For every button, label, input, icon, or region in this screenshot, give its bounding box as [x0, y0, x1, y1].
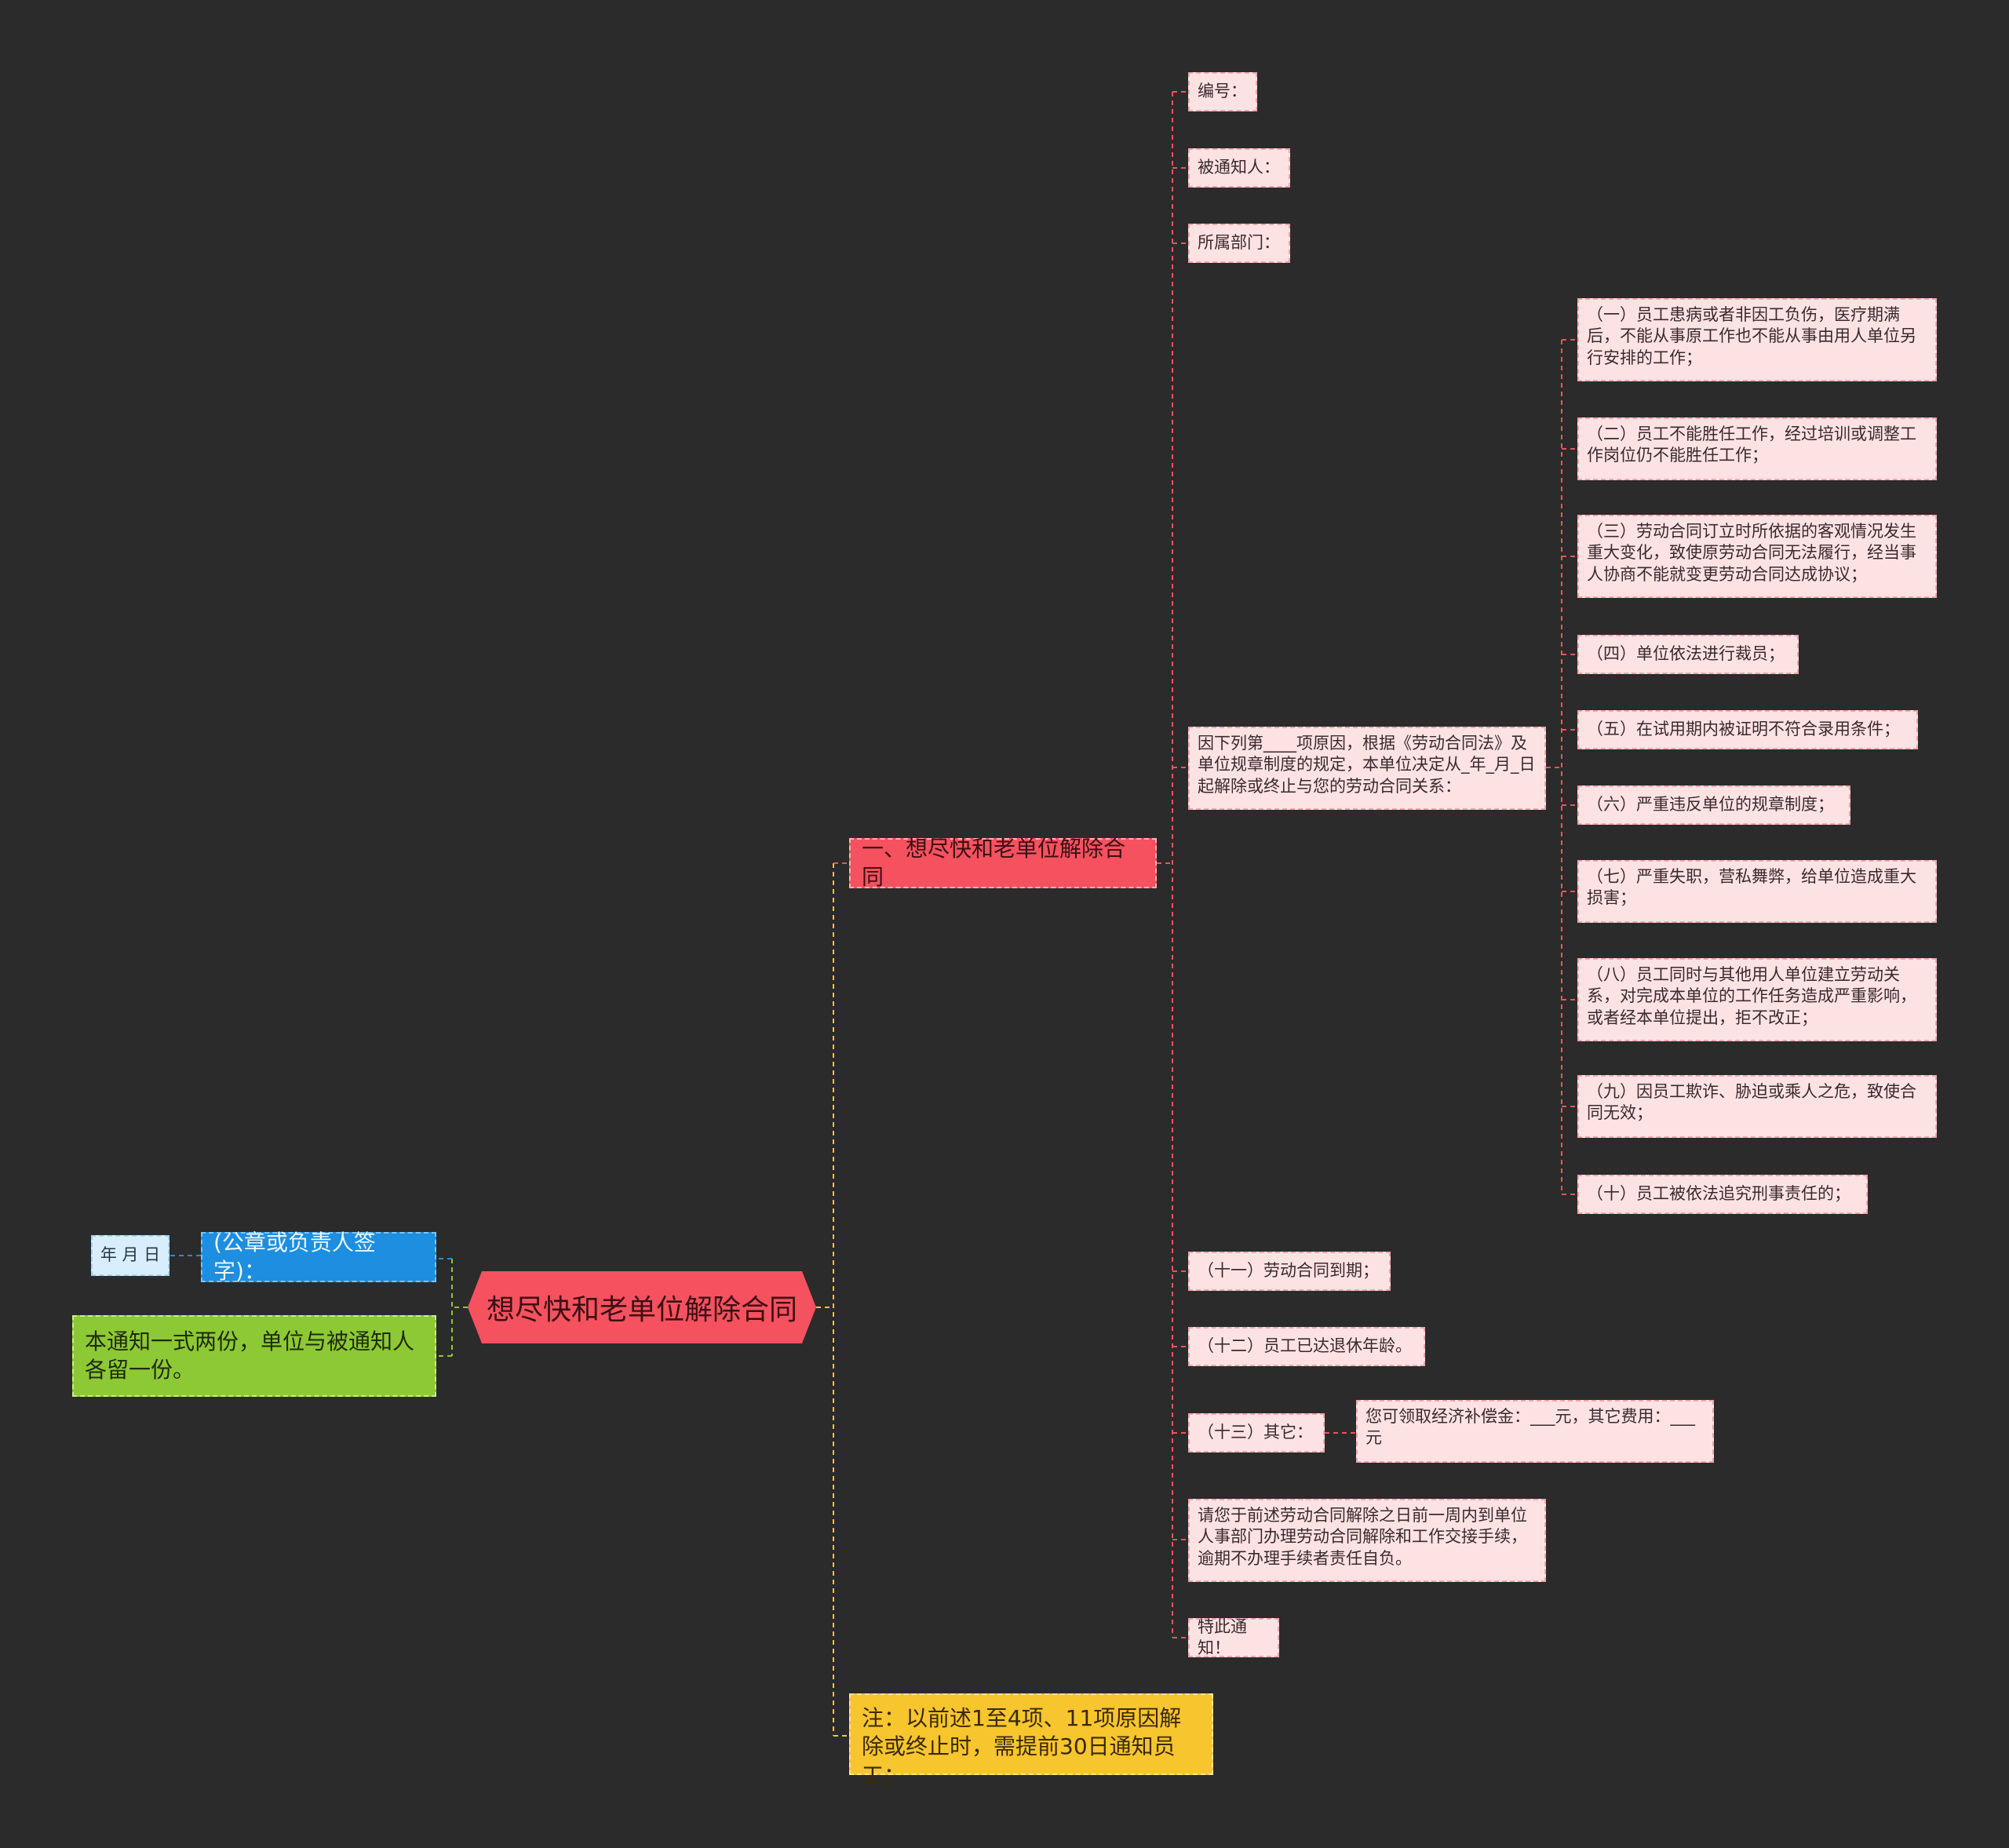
item-other[interactable]: （十三）其它： — [1188, 1413, 1325, 1453]
wire-branch-items — [1172, 91, 1188, 1638]
item-procedure[interactable]: 请您于前述劳动合同解除之日前一周内到单位人事部门办理劳动合同解除和工作交接手续，… — [1188, 1499, 1546, 1582]
reason-9[interactable]: （九）因员工欺诈、胁迫或乘人之危，致使合同无效； — [1577, 1075, 1937, 1138]
note-node[interactable]: 注：以前述1至4项、11项原因解除或终止时，需提前30日通知员工； — [849, 1693, 1213, 1788]
date-node[interactable]: 年 月 日 — [91, 1235, 170, 1276]
root-topic[interactable]: 想尽快和老单位解除合同 — [468, 1271, 816, 1343]
reason-6[interactable]: （六）严重违反单位的规章制度； — [1577, 785, 1850, 825]
wire-reason-items — [1562, 339, 1577, 1195]
item-contract-expired[interactable]: （十一）劳动合同到期； — [1188, 1252, 1391, 1291]
item-department[interactable]: 所属部门： — [1188, 224, 1290, 263]
wire-root-left — [451, 1259, 468, 1356]
reason-7[interactable]: （七）严重失职，营私舞弊，给单位造成重大损害； — [1577, 860, 1937, 923]
reason-10[interactable]: （十）员工被依法追究刑事责任的； — [1577, 1175, 1868, 1214]
wire-reason-trunk — [1546, 340, 1562, 1194]
item-other-detail[interactable]: 您可领取经济补偿金：___元，其它费用：___元 — [1356, 1400, 1714, 1463]
signature-node[interactable]: (公章或负责人签字)： — [201, 1230, 436, 1284]
reason-5[interactable]: （五）在试用期内被证明不符合录用条件； — [1577, 710, 1918, 749]
item-reason-intro[interactable]: 因下列第____项原因，根据《劳动合同法》及单位规章制度的规定，本单位决定从_年… — [1188, 727, 1546, 810]
wire-branch-trunk — [1157, 92, 1173, 1638]
item-retirement[interactable]: （十二）员工已达退休年龄。 — [1188, 1327, 1425, 1366]
item-recipient[interactable]: 被通知人： — [1188, 148, 1290, 188]
reason-4[interactable]: （四）单位依法进行裁员； — [1577, 635, 1799, 674]
reason-2[interactable]: （二）员工不能胜任工作，经过培训或调整工作岗位仍不能胜任工作； — [1577, 417, 1937, 480]
reason-1[interactable]: （一）员工患病或者非因工负伤，医疗期满后，不能从事原工作也不能从事由用人单位另行… — [1577, 298, 1937, 381]
item-notice[interactable]: 特此通知！ — [1188, 1617, 1279, 1657]
branch-topic[interactable]: 一、想尽快和老单位解除合同 — [849, 836, 1157, 890]
item-number[interactable]: 编号： — [1188, 72, 1257, 111]
wire-root-trunk — [816, 863, 834, 1736]
reason-3[interactable]: （三）劳动合同订立时所依据的客观情况发生重大变化，致使原劳动合同无法履行，经当事… — [1577, 515, 1937, 598]
reason-8[interactable]: （八）员工同时与其他用人单位建立劳动关系，对完成本单位的工作任务造成严重影响，或… — [1577, 958, 1937, 1041]
copies-node[interactable]: 本通知一式两份，单位与被通知人各留一份。 — [72, 1315, 436, 1397]
